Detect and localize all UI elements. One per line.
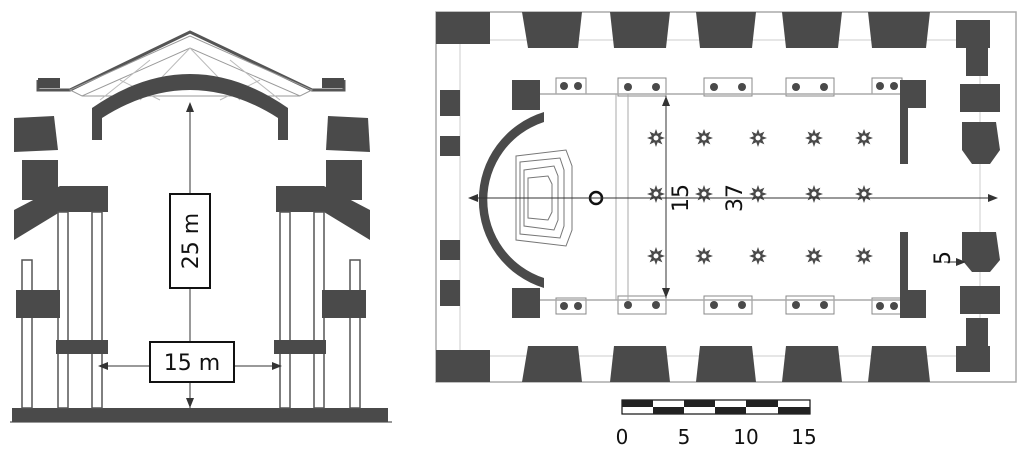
nave-column-core	[701, 135, 707, 141]
left-side-altar	[16, 290, 60, 318]
height-arrow-bottom	[186, 398, 194, 408]
nave-column-core	[861, 191, 867, 197]
width-dimension-label: 15	[669, 184, 694, 212]
narthex-walls	[900, 26, 1000, 368]
altar-steps	[515, 149, 573, 247]
length-arrow-left	[468, 194, 478, 202]
roof-end-left	[38, 78, 60, 88]
nave-column-core	[653, 253, 659, 259]
bottom-piers	[555, 295, 903, 315]
nave-column-core	[653, 191, 659, 197]
roof-outline	[36, 30, 346, 92]
chancel-rail	[615, 93, 629, 301]
nave-column-core	[701, 191, 707, 197]
nave-column-core	[861, 135, 867, 141]
scale-tick-0: 0	[616, 425, 629, 449]
bottom-buttresses	[436, 346, 990, 382]
right-impost	[274, 340, 326, 354]
base-slab	[12, 408, 388, 422]
nave-column-core	[755, 135, 761, 141]
left-impost	[56, 340, 108, 354]
height-arrow-top	[186, 102, 194, 112]
right-arch-spring	[276, 186, 370, 240]
scale-tick-15: 15	[791, 425, 816, 449]
wall-dimension-label: 5	[931, 251, 956, 265]
apse-wall-blocks	[440, 80, 540, 318]
nave-column-core	[811, 135, 817, 141]
right-upper-wall	[326, 116, 370, 152]
length-dimension-label: 37	[723, 184, 748, 212]
roof-bracing	[99, 47, 281, 101]
span-label: 15 m	[164, 351, 220, 376]
nave-column-core	[755, 191, 761, 197]
nave-column-core	[701, 253, 707, 259]
height-label: 25 m	[179, 213, 204, 269]
cross-section: 25 m 15 m	[10, 30, 392, 423]
scale-tick-5: 5	[678, 425, 691, 449]
width-arrow-top	[662, 96, 670, 106]
right-side-altar	[322, 290, 366, 318]
nave-column-core	[811, 253, 817, 259]
left-arch-spring	[14, 186, 108, 240]
span-arrow-left	[98, 362, 108, 370]
scale-bar: 0 5 10 15	[616, 399, 817, 449]
scale-bar-segments	[622, 400, 810, 414]
span-arrow-right	[272, 362, 282, 370]
roof-end-right	[322, 78, 344, 88]
wall-arrow	[956, 258, 966, 266]
width-arrow-bottom	[662, 288, 670, 298]
nave-column-core	[653, 135, 659, 141]
height-label-box	[169, 193, 211, 289]
left-colonnade	[21, 211, 103, 409]
nave-column-core	[811, 191, 817, 197]
top-buttresses	[436, 12, 990, 48]
nave-column-core	[755, 253, 761, 259]
left-upper-wall	[14, 116, 58, 152]
span-label-box	[149, 341, 235, 383]
nave-column-core	[861, 253, 867, 259]
floor-plan: 15 37 5	[435, 11, 1017, 383]
length-arrow-right	[988, 194, 998, 202]
scale-tick-10: 10	[733, 425, 758, 449]
barrel-vault	[92, 74, 288, 140]
apse-curve	[478, 112, 544, 288]
top-piers	[555, 77, 903, 97]
